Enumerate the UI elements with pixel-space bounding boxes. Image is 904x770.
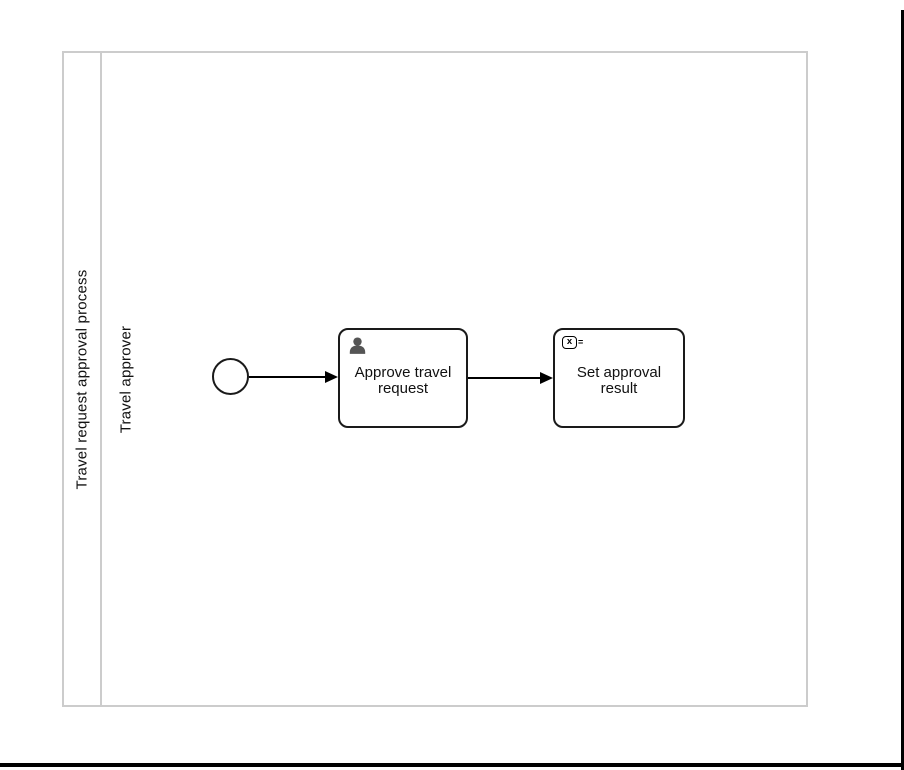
window-frame-bottom-edge — [0, 763, 904, 767]
lane-header[interactable]: Travel approver — [104, 53, 148, 705]
pool-header[interactable]: Travel request approval process — [64, 53, 102, 705]
task-label: Approve travel request — [354, 364, 452, 397]
arrowhead-icon — [325, 371, 338, 383]
window-frame-right-edge — [901, 10, 904, 770]
script-icon-equals: = — [578, 337, 584, 347]
user-icon — [347, 335, 368, 361]
task-set-approval-result[interactable]: x = Set approval result — [553, 328, 685, 428]
flow-line — [249, 376, 328, 379]
arrowhead-icon — [540, 372, 553, 384]
task-approve-travel-request[interactable]: Approve travel request — [338, 328, 468, 428]
script-expression-icon: x = — [562, 335, 583, 349]
pool-name-label: Travel request approval process — [73, 269, 91, 489]
flow-line — [468, 377, 543, 380]
sequence-flow-approve-to-set-result[interactable] — [468, 371, 553, 385]
script-icon-x: x — [562, 335, 577, 349]
sequence-flow-start-to-approve[interactable] — [249, 370, 338, 384]
task-label: Set approval result — [576, 364, 662, 397]
lane-name-label: Travel approver — [117, 325, 135, 433]
start-event[interactable] — [212, 358, 249, 395]
